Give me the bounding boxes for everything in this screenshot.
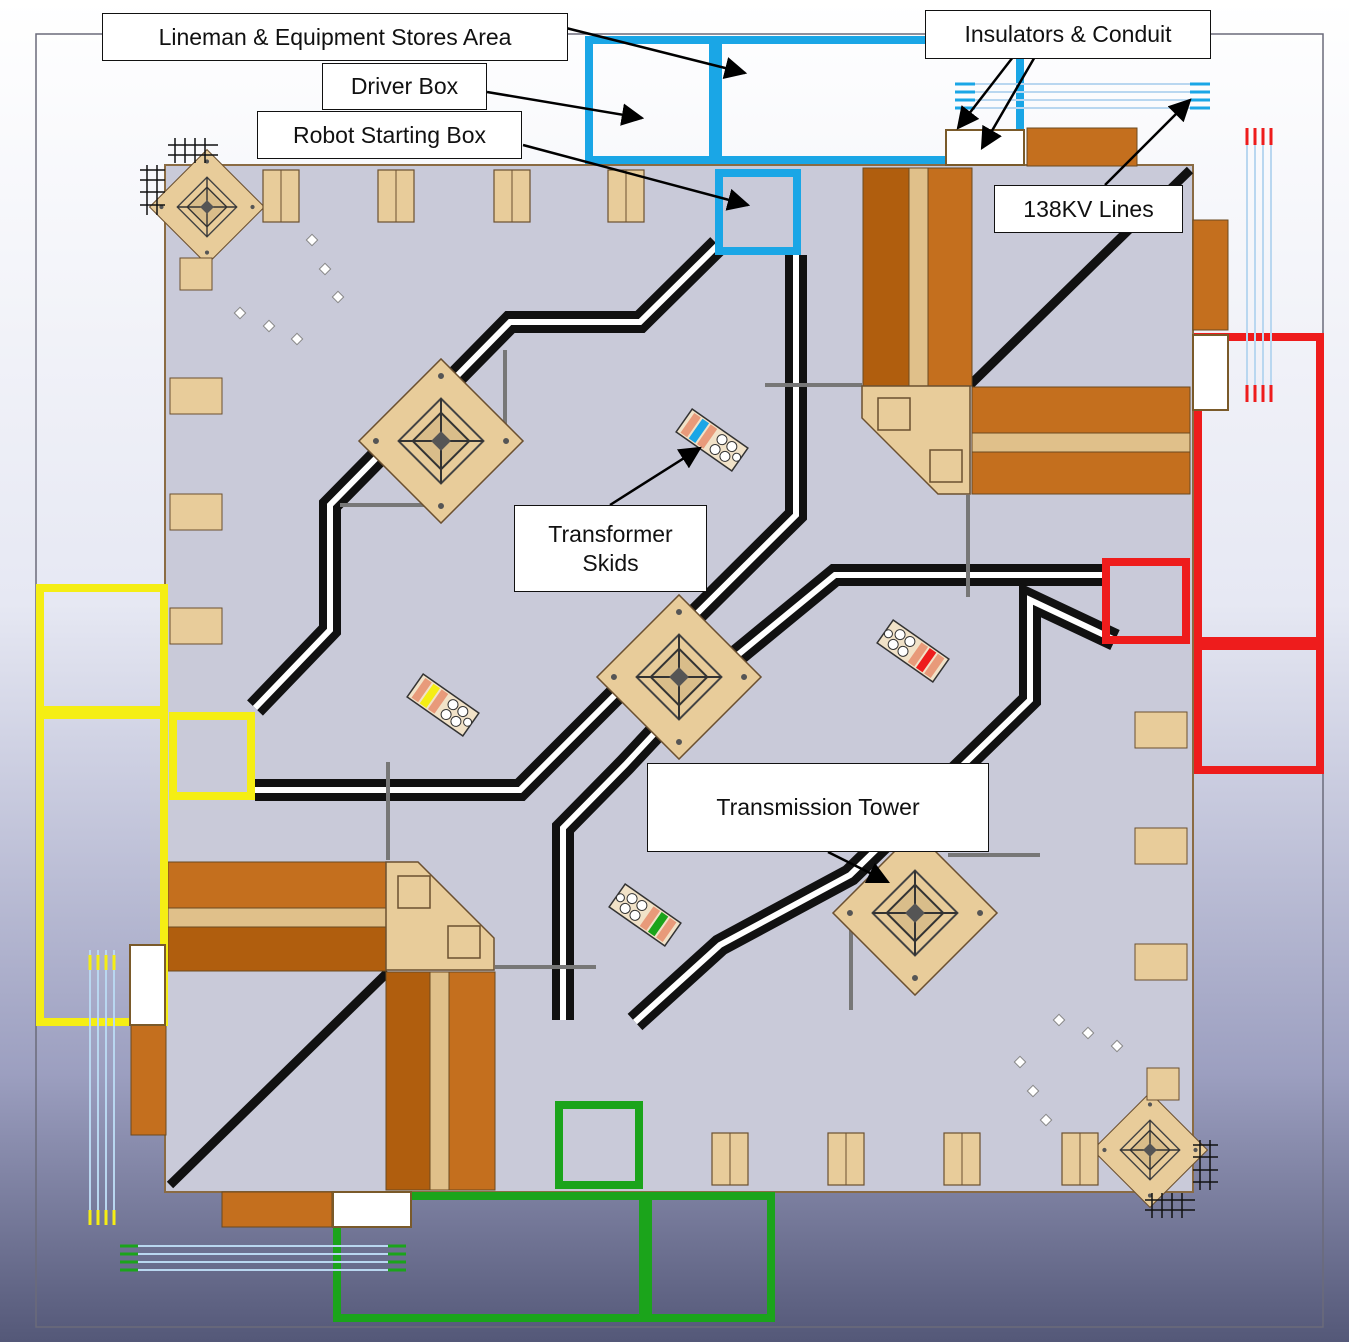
transformer-skid-red — [876, 619, 950, 683]
red-alliance-boxes — [1102, 333, 1324, 774]
yellow-alliance-boxes — [36, 584, 255, 1026]
transformer-skid-green — [608, 883, 682, 947]
plus-markers — [140, 138, 1218, 1218]
cable-runs — [130, 127, 1229, 1228]
transformer-skid-yellow — [406, 673, 480, 737]
label-138kv-lines: 138KV Lines — [994, 185, 1183, 233]
line-end-insulators — [955, 82, 1210, 110]
green-alliance-boxes — [333, 1101, 775, 1322]
cable-junction-bases — [385, 385, 971, 971]
transformer-skid-blue — [675, 408, 749, 472]
label-driver-box: Driver Box — [322, 63, 487, 110]
label-robot-starting-box: Robot Starting Box — [257, 111, 522, 159]
line-end-insulators-green — [120, 1244, 406, 1272]
138kv-lines-left — [89, 950, 115, 1225]
138kv-lines-top — [955, 83, 1195, 109]
138kv-lines-right — [1246, 130, 1272, 400]
label-transformer-skids: Transformer Skids — [514, 505, 707, 592]
138kv-lines-bottom — [120, 1245, 405, 1271]
field-markers — [233, 233, 1124, 1127]
equipment-crates — [169, 169, 1188, 1186]
corner-line-sw — [166, 968, 392, 1189]
label-transmission-tower: Transmission Tower — [647, 763, 989, 852]
line-end-insulators-red — [1245, 128, 1273, 402]
blue-alliance-boxes — [585, 36, 1024, 255]
line-end-insulators-yellow — [88, 955, 116, 1225]
callout-arrows — [486, 26, 1192, 884]
label-lineman-equipment-stores: Lineman & Equipment Stores Area — [102, 13, 568, 61]
label-insulators-conduit: Insulators & Conduit — [925, 10, 1211, 59]
